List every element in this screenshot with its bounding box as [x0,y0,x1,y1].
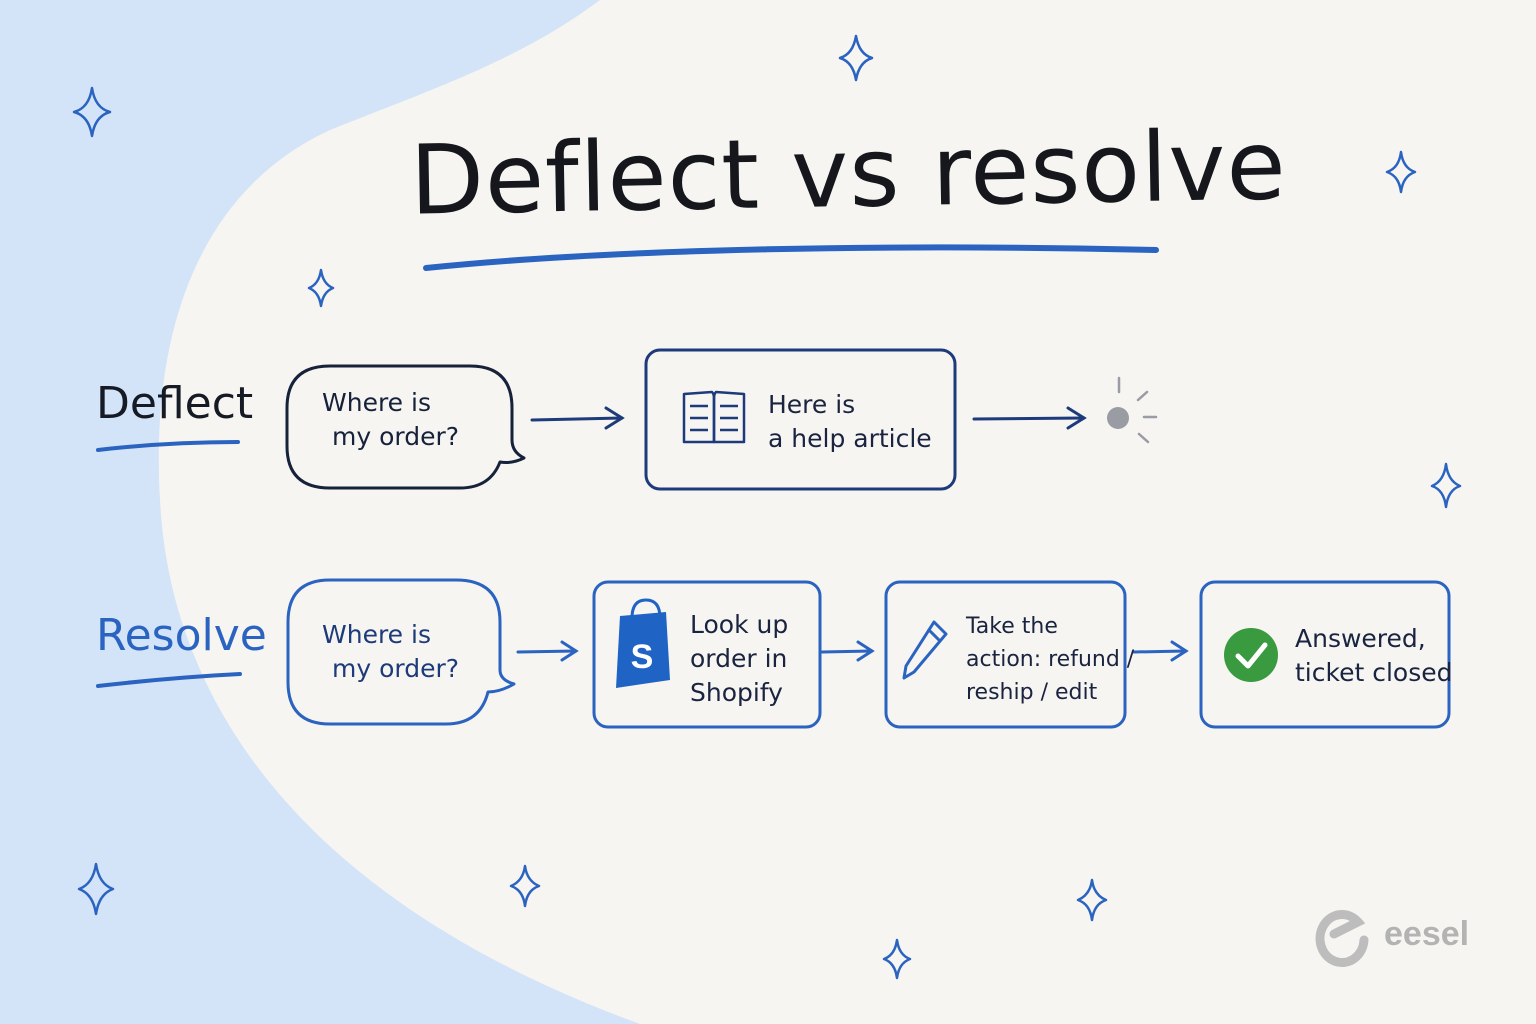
help-article-text: Here is a help article [768,388,932,456]
text-line: ticket closed [1295,658,1453,687]
page-title: Deflect vs resolve [409,109,1288,237]
resolve-arrow-3 [1132,640,1189,662]
deflect-question-text: Where is my order? [322,386,459,454]
sparkle-icon [1430,462,1462,509]
shopify-bag-icon: S [616,598,670,688]
deflect-arrow-1 [530,406,625,430]
sparkle-icon [838,34,874,82]
sparkle-icon [77,862,115,916]
deflect-question-bubble [285,364,526,490]
text-line: a help article [768,424,932,453]
text-line: action: refund / [966,647,1135,672]
text-line: Here is [768,390,856,419]
text-line: order in [690,644,788,673]
resolve-arrow-2 [820,640,875,662]
shopify-lookup-text: Look up order in Shopify [690,608,788,710]
ticket-closed-text: Answered, ticket closed [1295,622,1452,690]
text-line: Look up [690,610,789,639]
pencil-icon [902,620,948,680]
resolve-label-underline [96,672,242,688]
sparkle-icon [72,86,112,138]
eesel-logo-text: eesel [1384,915,1470,953]
resolve-question-text: Where is my order? [322,618,459,686]
resolve-question-bubble [286,578,516,726]
shopify-lookup-box [592,580,822,729]
sparkle-icon [1385,150,1417,194]
text-line: Answered, [1295,624,1426,653]
svg-text:S: S [631,638,654,676]
gray-dot-rays-icon [1107,376,1158,444]
deflect-arrow-2 [972,406,1087,430]
text-line: Shopify [690,678,783,707]
text-line: my order? [332,422,460,451]
deflect-label-underline [96,440,240,452]
title-underline [423,244,1159,271]
text-line: my order? [332,654,460,683]
text-line: reship / edit [966,680,1098,705]
background-swoosh [0,0,640,1024]
help-article-box [644,348,957,491]
sparkle-icon [509,864,541,908]
check-circle-icon [1224,628,1278,682]
text-line: Where is [322,620,431,649]
resolve-row-label: Resolve [96,610,267,661]
eesel-logo-icon [1315,910,1369,968]
sparkle-icon [882,938,912,980]
sparkle-icon [1076,878,1108,922]
ticket-closed-box [1199,580,1451,729]
deflect-row-label: Deflect [96,378,254,429]
resolve-arrow-1 [516,640,579,662]
sparkle-icon [307,268,335,308]
take-action-text: Take the action: refund / reship / edit [966,610,1134,709]
text-line: Where is [322,388,431,417]
take-action-box [884,580,1127,729]
text-line: Take the [966,614,1058,639]
open-book-icon [682,390,746,444]
